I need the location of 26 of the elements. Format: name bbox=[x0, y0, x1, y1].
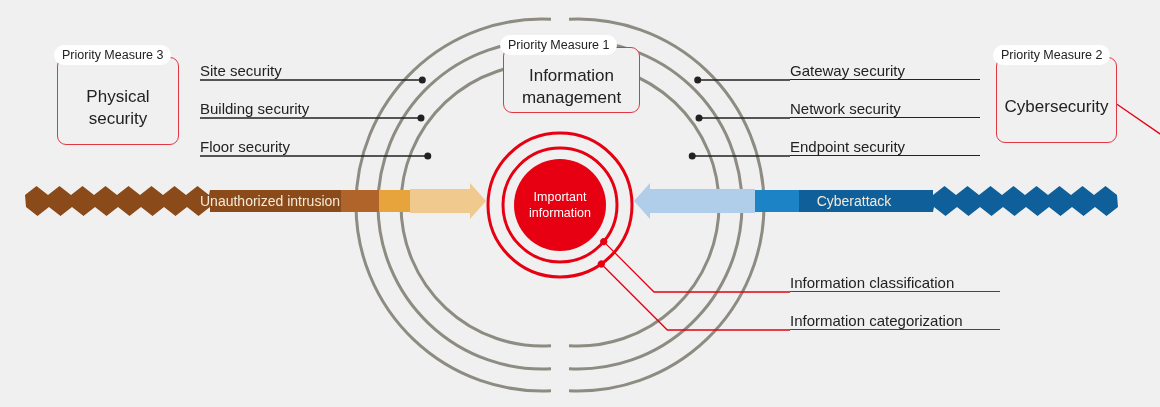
callout-label: Site security bbox=[200, 62, 282, 80]
card-title: Cybersecurity bbox=[1004, 96, 1109, 118]
card-heading: Priority Measure 3 bbox=[54, 45, 172, 65]
callout-label: Floor security bbox=[200, 138, 291, 156]
leader-line bbox=[688, 152, 791, 160]
attack-band: Cyberattack bbox=[755, 186, 1118, 216]
card-title: Physical security bbox=[85, 86, 151, 130]
callout-label: Gateway security bbox=[790, 62, 980, 80]
card-heading: Priority Measure 1 bbox=[500, 35, 618, 55]
leader-line bbox=[694, 76, 791, 84]
card-title: Information management bbox=[520, 65, 623, 109]
callout-label: Information classification bbox=[790, 274, 1000, 292]
callout-label: Building security bbox=[200, 100, 310, 118]
leader-line bbox=[695, 114, 791, 122]
callout-label: Information categorization bbox=[790, 312, 1000, 330]
leader-line bbox=[199, 114, 425, 122]
card-heading: Priority Measure 2 bbox=[993, 45, 1111, 65]
callout-label: Network security bbox=[790, 100, 980, 118]
core-circle: Important information bbox=[514, 159, 606, 251]
arrow bbox=[410, 183, 486, 219]
leader-line bbox=[199, 76, 426, 84]
leader-line bbox=[597, 260, 791, 331]
leader-line bbox=[199, 152, 432, 160]
intrusion-band: Unauthorized intrusion bbox=[25, 186, 410, 216]
callout-label: Endpoint security bbox=[790, 138, 980, 156]
leader-line bbox=[600, 238, 791, 293]
